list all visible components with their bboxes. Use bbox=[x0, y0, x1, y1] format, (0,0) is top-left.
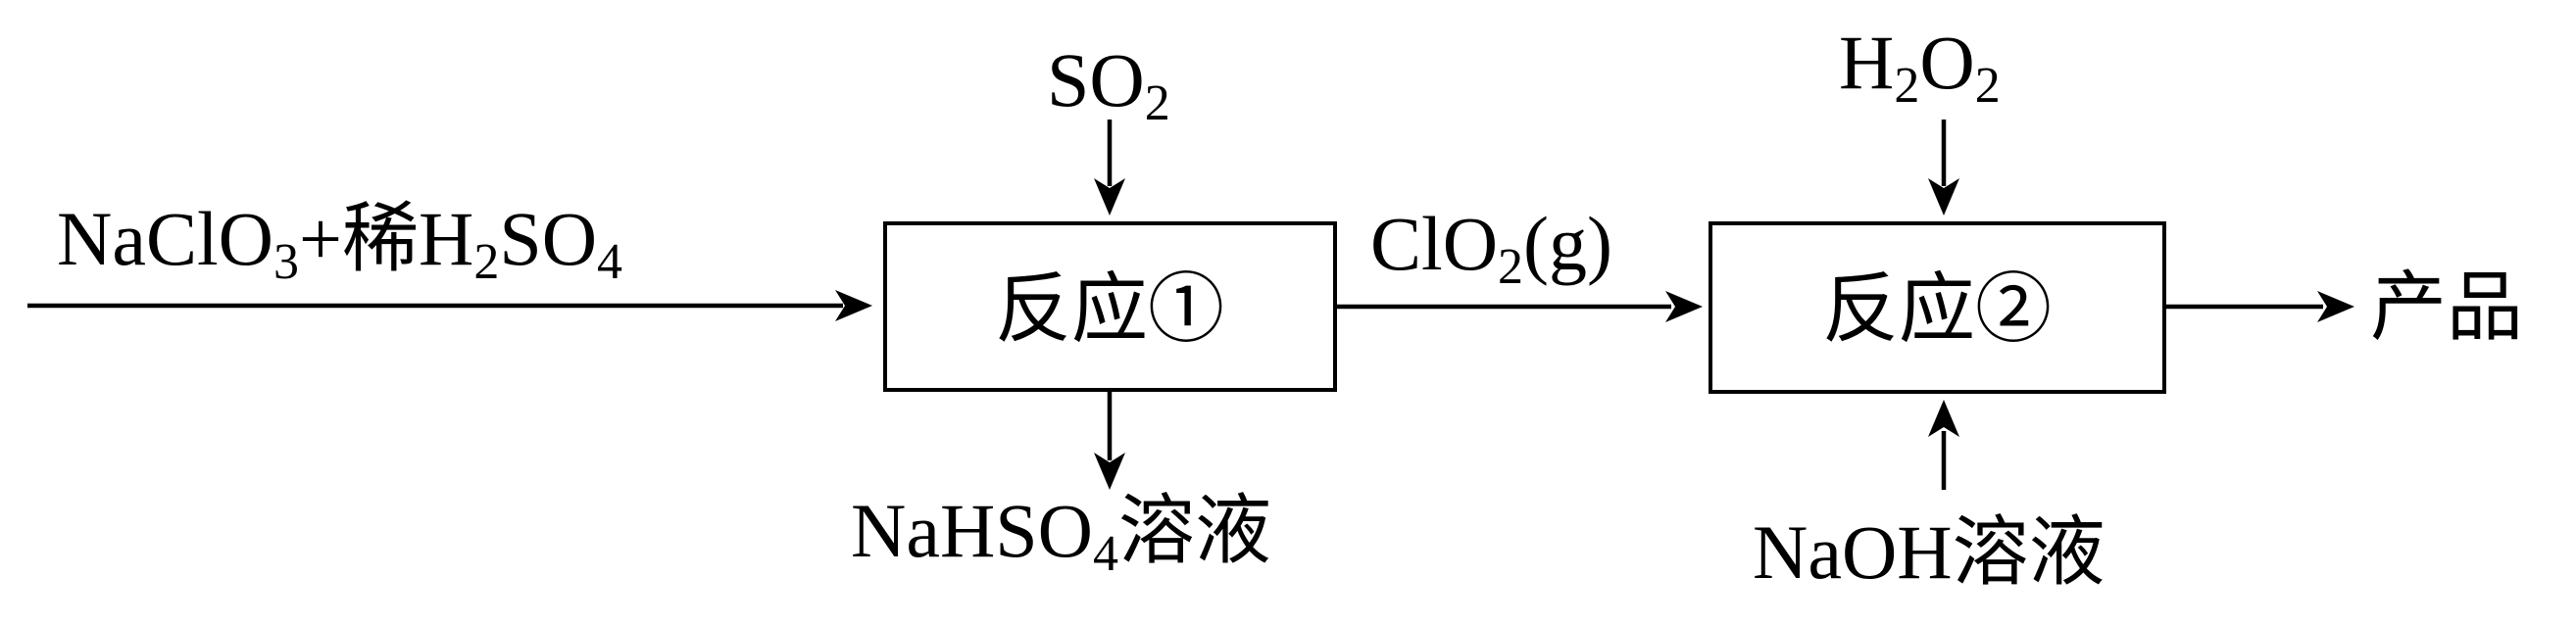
naoh-label: NaOH溶液 bbox=[1753, 509, 2105, 595]
reactor-2-box bbox=[1709, 221, 2166, 394]
feed-label: NaClO3+稀H2SO4 bbox=[57, 196, 622, 290]
clo2-label: ClO2(g) bbox=[1370, 201, 1612, 295]
nahso4-arrow bbox=[1094, 390, 1125, 490]
clo2-arrow bbox=[1335, 291, 1703, 322]
reactor-1-label: 反应① bbox=[995, 266, 1224, 352]
nahso4-label: NaHSO4溶液 bbox=[851, 488, 1271, 582]
so2-label: SO2 bbox=[1047, 37, 1170, 131]
h2o2-label: H2O2 bbox=[1839, 20, 2001, 114]
feed-arrow bbox=[27, 290, 872, 321]
reactor-2-label: 反应② bbox=[1822, 266, 2052, 352]
h2o2-arrow bbox=[1928, 120, 1959, 216]
so2-arrow bbox=[1094, 120, 1125, 216]
product-arrow bbox=[2164, 291, 2354, 322]
product-label: 产品 bbox=[2370, 264, 2523, 350]
reactor-1-box bbox=[883, 221, 1337, 392]
naoh-arrow bbox=[1928, 400, 1959, 490]
